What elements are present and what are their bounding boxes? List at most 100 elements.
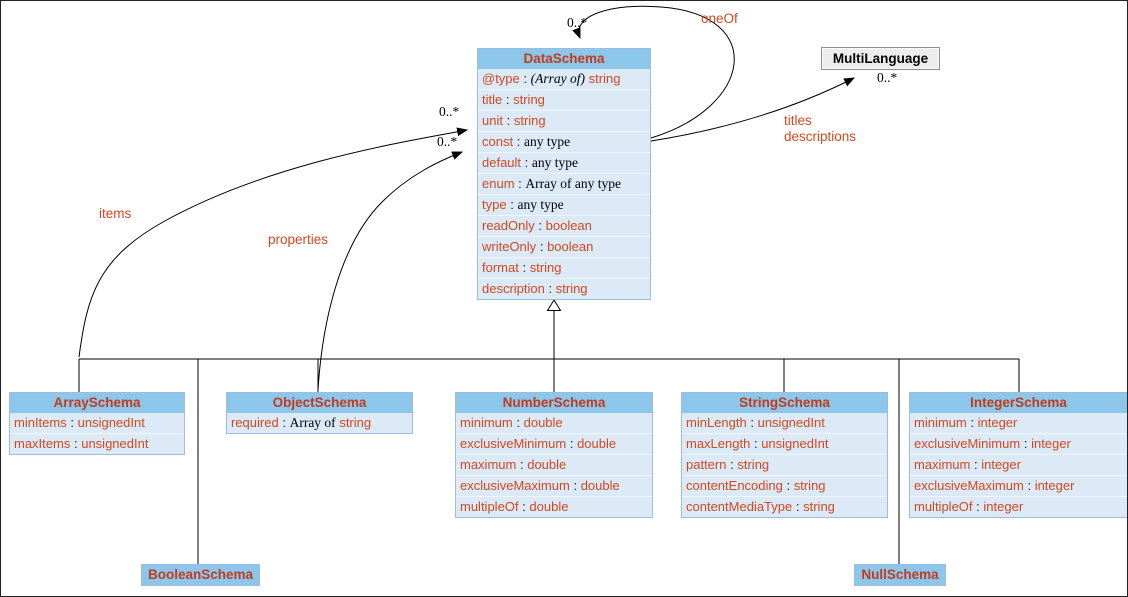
attribute-row: minimum : double [456, 413, 652, 433]
separator: : [1023, 436, 1028, 451]
attr-type: string [529, 260, 562, 275]
attribute-row: const : any type [478, 131, 650, 152]
attr-type: double [523, 415, 563, 430]
separator: : [516, 415, 520, 430]
attr-type: integer [1034, 478, 1075, 493]
label-descriptions: descriptions [784, 129, 857, 144]
attr-name: description [482, 281, 545, 296]
attr-name: minItems [14, 415, 67, 430]
separator: : [795, 499, 800, 514]
items-association-arrow [78, 127, 469, 358]
separator: : [970, 415, 974, 430]
attr-type-plain: any type [523, 134, 571, 149]
attr-name: minimum [460, 415, 513, 430]
attr-name: maximum [914, 457, 971, 472]
attr-type: boolean [547, 239, 594, 254]
separator: : [519, 457, 524, 472]
separator: : [976, 499, 980, 514]
attr-name: pattern [686, 457, 727, 472]
attr-type-plain: any type [517, 197, 564, 212]
attribute-row: format : string [478, 257, 650, 278]
separator: : [506, 113, 511, 128]
attr-name: required [231, 415, 279, 430]
attr-type-italic: (Array of) [530, 71, 586, 86]
separator: : [548, 281, 553, 296]
attr-name: type [482, 197, 507, 212]
separator: : [522, 260, 527, 275]
attribute-row: multipleOf : integer [910, 496, 1127, 517]
attr-name: contentEncoding [686, 478, 783, 493]
class-title: NullSchema [855, 565, 945, 585]
multiplicity-properties: 0..* [437, 134, 458, 149]
class-title: ObjectSchema [227, 393, 412, 413]
attr-name: enum [482, 176, 515, 191]
multiplicity-oneof: 0..* [567, 15, 588, 30]
attr-type: unsignedInt [81, 436, 149, 451]
inheritance-lines [78, 310, 1020, 564]
attr-name: writeOnly [482, 239, 537, 254]
separator: : [973, 457, 978, 472]
attr-type: unsignedInt [757, 415, 825, 430]
class-integerschema: IntegerSchema minimum : integer exclusiv… [909, 392, 1127, 518]
label-titles: titles [784, 113, 812, 128]
attr-type: string [513, 113, 546, 128]
attribute-row: readOnly : boolean [478, 215, 650, 236]
separator: : [70, 415, 74, 430]
label-oneof: oneOf [701, 11, 738, 26]
attribute-row: writeOnly : boolean [478, 236, 650, 257]
attribute-row: exclusiveMaximum : double [456, 475, 652, 496]
class-title: StringSchema [682, 393, 887, 413]
attribute-row: contentEncoding : string [682, 475, 887, 496]
label-items: items [99, 206, 132, 221]
attribute-row: minLength : unsignedInt [682, 413, 887, 433]
attr-type: string [737, 457, 770, 472]
attr-name: unit [482, 113, 503, 128]
separator: : [516, 134, 521, 149]
attr-type: string [513, 92, 545, 107]
attribute-row: maximum : integer [910, 454, 1127, 475]
attr-type: double [529, 499, 569, 514]
attribute-row: exclusiveMinimum : double [456, 433, 652, 454]
attribute-row: unit : string [478, 110, 650, 131]
attr-name: minimum [914, 415, 967, 430]
attribute-row: pattern : string [682, 454, 887, 475]
attribute-row: contentMediaType : string [682, 496, 887, 517]
attr-name: default [482, 155, 522, 170]
class-title: MultiLanguage [832, 51, 929, 66]
attr-type-plain: Array of [289, 415, 336, 430]
separator: : [730, 457, 734, 472]
attribute-row: enum : Array of any type [478, 173, 650, 194]
class-stringschema: StringSchema minLength : unsignedInt max… [681, 392, 888, 518]
separator: : [538, 218, 542, 233]
attr-name: maxItems [14, 436, 71, 451]
attr-name: maxLength [686, 436, 751, 451]
separator: : [539, 239, 544, 254]
attr-type: integer [981, 457, 1021, 472]
attr-type: integer [977, 415, 1018, 430]
attr-type: integer [983, 499, 1024, 514]
attr-type: string [588, 71, 621, 86]
separator: : [282, 415, 286, 430]
label-properties: properties [268, 232, 329, 247]
class-title: ArraySchema [10, 393, 184, 413]
separator: : [786, 478, 791, 493]
attribute-row: maximum : double [456, 454, 652, 475]
attribute-row: exclusiveMaximum : integer [910, 475, 1127, 496]
attr-name: contentMediaType [686, 499, 793, 514]
attr-name: readOnly [482, 218, 535, 233]
attr-type: string [793, 478, 826, 493]
class-title: DataSchema [478, 49, 650, 69]
separator: : [750, 415, 754, 430]
attr-name: multipleOf [460, 499, 519, 514]
attribute-row: type : any type [478, 194, 650, 215]
attr-name: format [482, 260, 519, 275]
attribute-row: title : string [478, 89, 650, 110]
separator: : [518, 176, 522, 191]
attr-type: string [555, 281, 588, 296]
separator: : [569, 436, 574, 451]
attr-name: const [482, 134, 514, 149]
attribute-row: minimum : integer [910, 413, 1127, 433]
attr-type: double [580, 478, 620, 493]
attr-type: unsignedInt [761, 436, 829, 451]
